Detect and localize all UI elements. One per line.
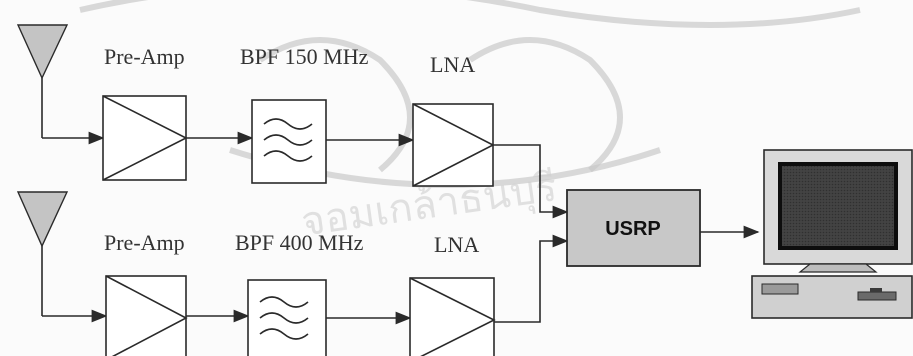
pre-amp-block-top: [102, 95, 188, 181]
computer-icon: [751, 149, 913, 319]
connector-lna-usrp-top: [493, 144, 569, 219]
lna-block-bottom: [409, 277, 496, 356]
antenna-icon-bottom: [16, 191, 69, 316]
antenna-icon-top: [16, 24, 69, 138]
pre-amp-label-bottom: Pre-Amp: [104, 230, 185, 255]
bpf-label-bottom: BPF 400 MHz: [235, 230, 364, 255]
bandpass-filter-block-top: [251, 99, 327, 184]
connector-lna-usrp-bottom: [494, 234, 569, 323]
usrp-label: USRP: [605, 218, 661, 240]
bpf-label-top: BPF 150 MHz: [240, 44, 369, 69]
usrp-block: USRP: [566, 189, 701, 267]
pre-amp-block-bottom: [105, 275, 188, 356]
lna-label-bottom: LNA: [434, 232, 479, 257]
lna-label-top: LNA: [430, 52, 475, 77]
pre-amp-label-top: Pre-Amp: [104, 44, 185, 69]
lna-block-top: [412, 103, 495, 187]
bandpass-filter-block-bottom: [247, 279, 327, 356]
